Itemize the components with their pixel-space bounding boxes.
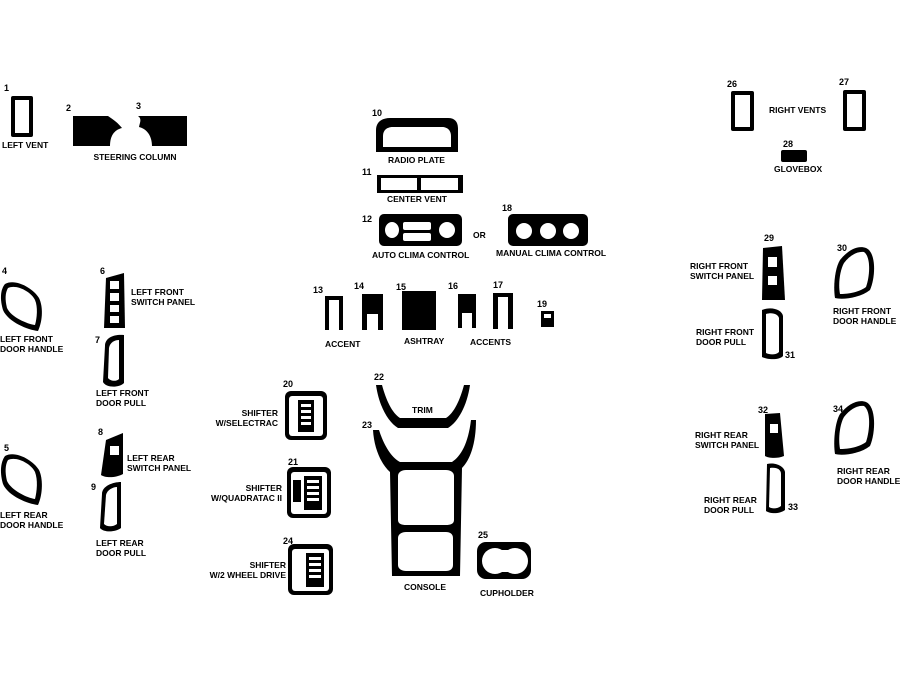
part-number-17: 17 [493, 280, 504, 290]
part-17-accent [493, 293, 513, 329]
part-number-9: 9 [91, 482, 97, 492]
part-6-left-front-switch-panel [104, 273, 125, 328]
part-number-24: 24 [283, 536, 294, 546]
label-ashtray: ASHTRAY [404, 336, 445, 346]
part-8-left-rear-switch-panel [101, 433, 123, 478]
part-29-right-front-switch-panel [762, 246, 785, 300]
part-5-left-rear-door-handle [0, 454, 42, 505]
label-left-vent: LEFT VENT [2, 140, 49, 150]
part-number-31: 31 [785, 350, 796, 360]
label-cupholder: CUPHOLDER [480, 588, 534, 598]
label-right-vents: RIGHT VENTS [769, 105, 827, 115]
label-or: OR [473, 230, 486, 240]
part-7-left-front-door-pull [103, 334, 124, 387]
part-number-18: 18 [502, 203, 513, 213]
part-31-right-front-door-pull [762, 308, 783, 360]
part-2-steering-column-left [73, 116, 122, 146]
label-console: CONSOLE [404, 582, 447, 592]
part-24-shifter-2wd [288, 544, 333, 595]
part-number-7: 7 [95, 335, 101, 345]
part-number-11: 11 [362, 167, 372, 177]
part-20-shifter-selectrac [285, 391, 327, 440]
part-26-right-vent [731, 91, 754, 131]
label-center-vent: CENTER VENT [387, 194, 447, 204]
part-number-12: 12 [362, 214, 373, 224]
part-number-27: 27 [839, 77, 850, 87]
part-33-right-rear-door-pull [766, 463, 785, 514]
label-auto-clima-control: AUTO CLIMA CONTROL [372, 250, 470, 260]
label-manual-clima-control: MANUAL CLIMA CONTROL [496, 248, 607, 258]
label-accents: ACCENTS [470, 337, 512, 347]
part-23-console [373, 420, 476, 576]
part-number-28: 28 [783, 139, 794, 149]
part-number-10: 10 [372, 108, 383, 118]
part-number-16: 16 [448, 281, 459, 291]
label-accent: ACCENT [325, 339, 361, 349]
part-34-right-rear-door-handle [834, 401, 875, 455]
part-number-22: 22 [374, 372, 385, 382]
part-10-radio-plate [376, 118, 458, 152]
part-number-8: 8 [98, 427, 104, 437]
part-15-ashtray [402, 291, 436, 330]
part-28-glovebox [781, 150, 807, 162]
part-number-14: 14 [354, 281, 365, 291]
part-18-manual-clima-control [508, 214, 588, 246]
part-number-2: 2 [66, 103, 72, 113]
part-number-4: 4 [2, 266, 8, 276]
part-number-34: 34 [833, 404, 844, 414]
part-number-29: 29 [764, 233, 775, 243]
part-9-left-rear-door-pull [100, 482, 121, 532]
part-14-accent [362, 294, 383, 330]
part-number-19: 19 [537, 299, 548, 309]
part-19-accent [541, 311, 554, 327]
part-number-1: 1 [4, 83, 10, 93]
part-number-32: 32 [758, 405, 769, 415]
part-30-right-front-door-handle [834, 247, 875, 299]
part-22-trim [376, 385, 470, 428]
part-11-center-vent [377, 175, 463, 193]
part-number-21: 21 [288, 457, 299, 467]
part-number-25: 25 [478, 530, 489, 540]
part-number-15: 15 [396, 282, 407, 292]
part-number-6: 6 [100, 266, 106, 276]
part-32-right-rear-switch-panel [765, 413, 784, 458]
part-12-auto-clima-control [379, 214, 462, 246]
part-number-20: 20 [283, 379, 294, 389]
part-21-shifter-quadratac [287, 467, 331, 518]
part-number-13: 13 [313, 285, 324, 295]
part-3-steering-column-right [138, 116, 187, 146]
part-number-30: 30 [837, 243, 848, 253]
part-number-5: 5 [4, 443, 10, 453]
part-number-33: 33 [788, 502, 799, 512]
part-16-accent [458, 294, 476, 328]
part-number-23: 23 [362, 420, 373, 430]
label-steering-column: STEERING COLUMN [93, 152, 177, 162]
part-13-accent [325, 296, 343, 330]
label-glovebox: GLOVEBOX [774, 164, 823, 174]
label-trim: TRIM [412, 405, 433, 415]
part-4-left-front-door-handle [0, 282, 42, 331]
part-25-cupholder [477, 542, 531, 579]
part-27-right-vent [843, 90, 866, 131]
part-number-26: 26 [727, 79, 738, 89]
part-number-3: 3 [136, 101, 142, 111]
label-radio-plate: RADIO PLATE [388, 155, 445, 165]
